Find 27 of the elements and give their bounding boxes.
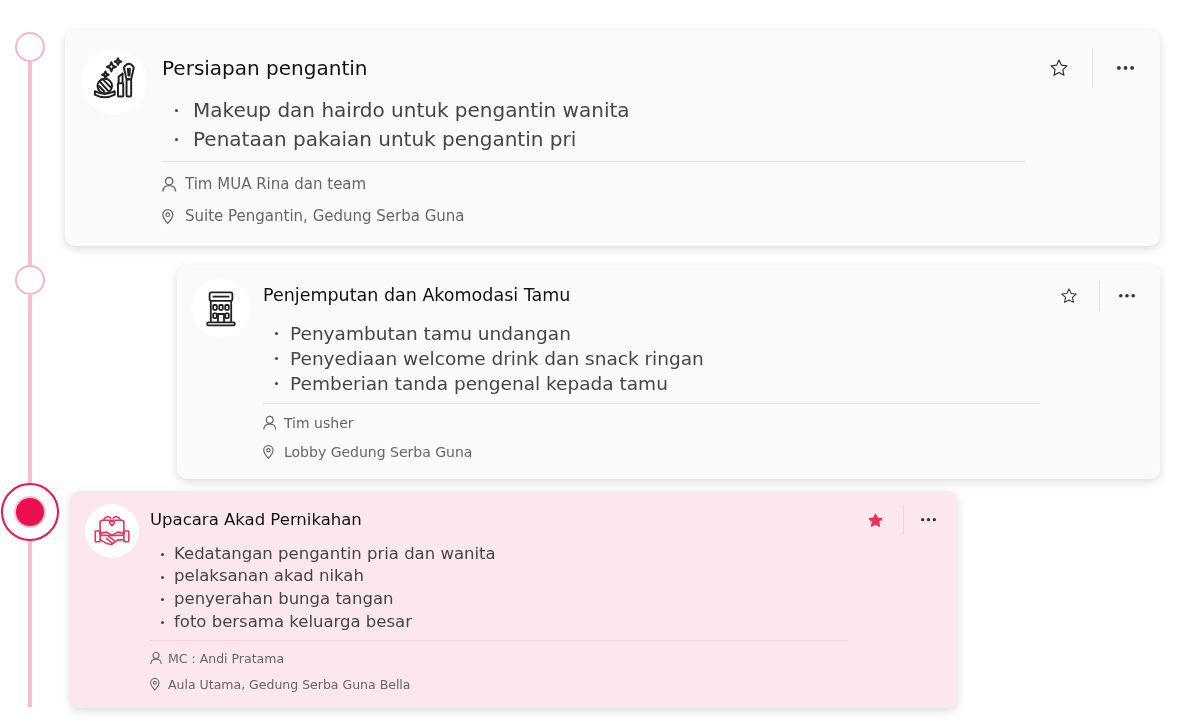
location-label: Aula Utama, Gedung Serba Guna Bella [168, 675, 411, 693]
list-item: Pemberian tanda pengenal kepada tamu [275, 370, 668, 396]
event-card [70, 491, 958, 708]
timeline-line [28, 541, 32, 707]
assignee-label: MC : Andi Pratama [168, 649, 285, 667]
event-card [65, 30, 1160, 246]
list-item: Penyediaan welcome drink dan snack ringan [275, 345, 704, 371]
list-item: Kedatangan pengantin pria dan wanita [161, 542, 496, 566]
list-item: penyerahan bunga tangan [161, 588, 394, 611]
location-label: Suite Pengantin, Gedung Serba Guna [185, 206, 465, 226]
card-title: Persiapan pengantin [162, 56, 368, 80]
timeline-marker [15, 265, 45, 295]
assignee-label: Tim usher [284, 413, 354, 433]
list-item: pelaksanan akad nikah [161, 565, 364, 588]
event-card [177, 265, 1160, 479]
list-item: Penyambutan tamu undangan [275, 320, 571, 346]
timeline-marker [1, 483, 59, 541]
list-item: Penataan pakaian untuk pengantin pri [175, 124, 577, 154]
timeline-marker [15, 32, 45, 62]
card-title: Penjemputan dan Akomodasi Tamu [263, 285, 571, 306]
list-item: foto bersama keluarga besar [161, 610, 412, 634]
timeline-line [28, 295, 32, 483]
card-title: Upacara Akad Pernikahan [150, 510, 362, 530]
list-item: Makeup dan hairdo untuk pengantin wanita [175, 95, 630, 125]
location-label: Lobby Gedung Serba Guna [284, 442, 473, 462]
timeline-line [28, 62, 32, 265]
assignee-label: Tim MUA Rina dan team [185, 174, 367, 194]
